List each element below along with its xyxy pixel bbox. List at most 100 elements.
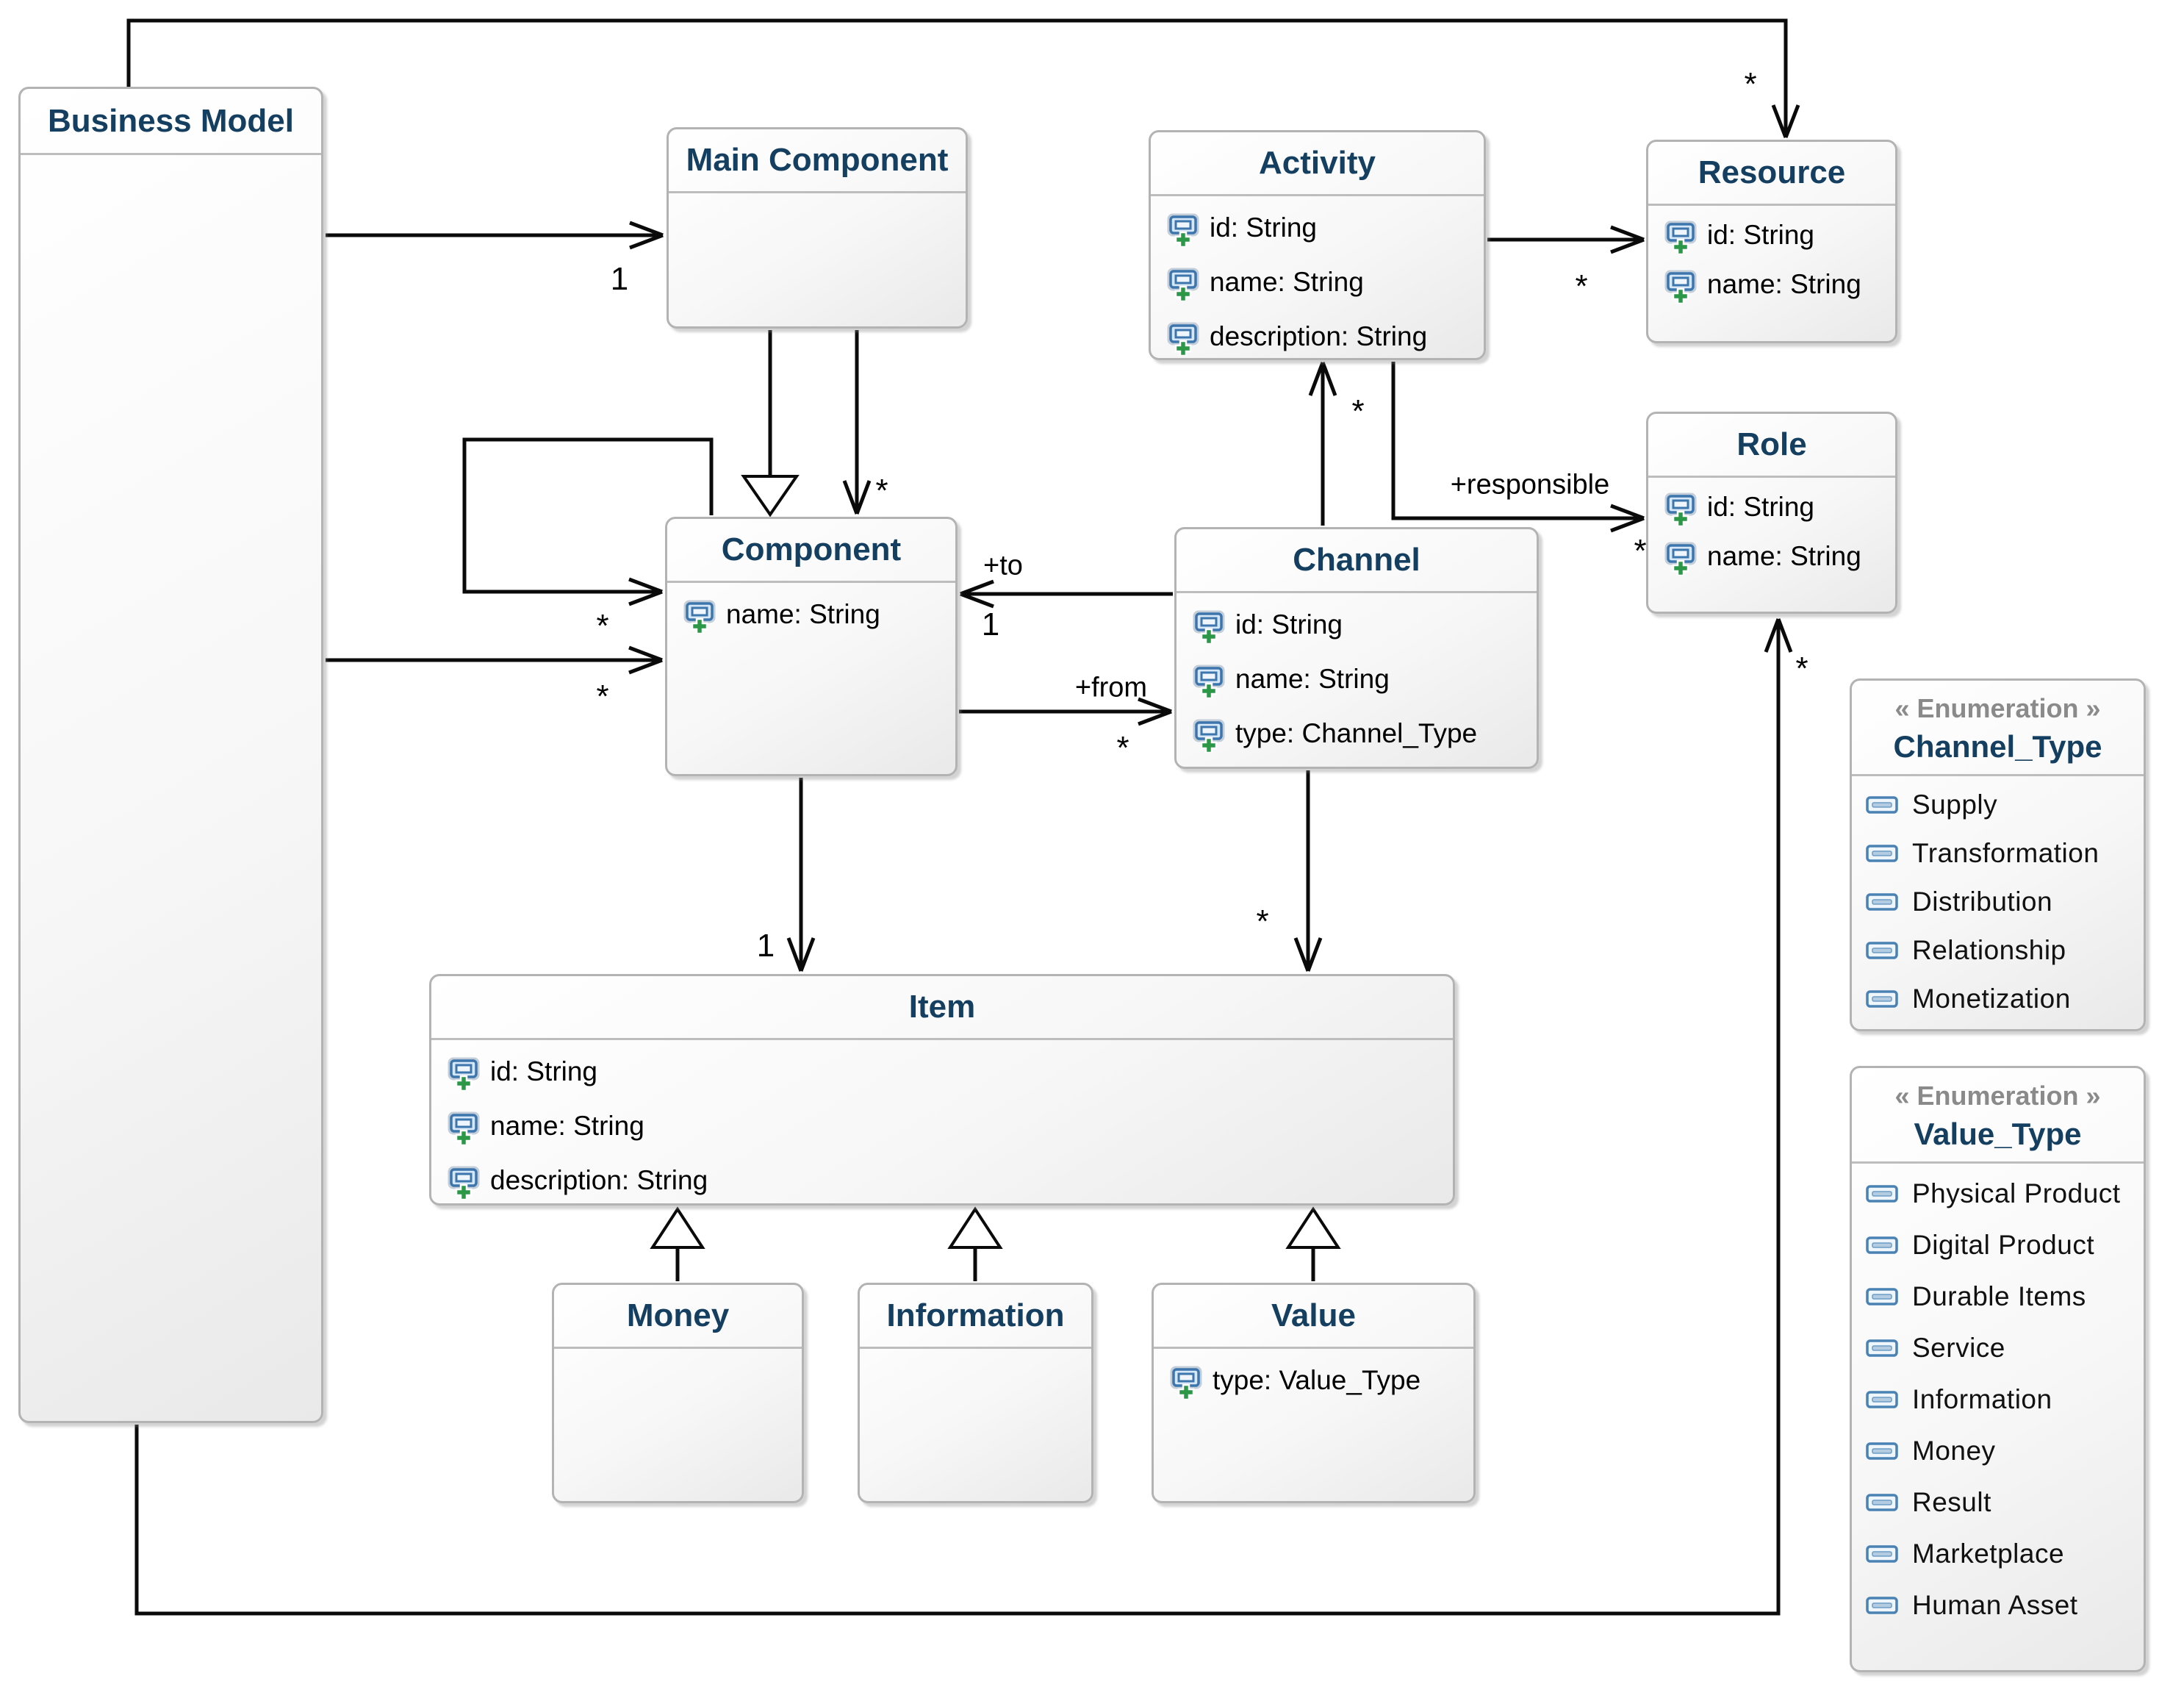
attribute-icon <box>1664 493 1697 526</box>
enum-literal-icon <box>1866 796 1898 814</box>
attr-row: name: String <box>431 1099 1453 1153</box>
class-money[interactable]: Money <box>552 1283 804 1503</box>
class-value[interactable]: Value type: Value_Type <box>1152 1283 1476 1503</box>
class-component[interactable]: Component name: String <box>665 517 958 776</box>
class-resource[interactable]: Resource id: String name: String <box>1646 140 1897 343</box>
association-component-item[interactable] <box>786 778 816 972</box>
association-main-component-component[interactable] <box>842 330 872 515</box>
class-title: Money <box>554 1285 802 1349</box>
attribute-icon <box>1167 213 1199 247</box>
class-information[interactable]: Information <box>858 1283 1093 1503</box>
multiplicity-channel-component: 1 <box>981 606 1000 642</box>
enum-literal-text: Physical Product <box>1912 1178 2121 1209</box>
class-title: Component <box>667 519 955 583</box>
generalization-money-item[interactable] <box>650 1206 705 1281</box>
class-title: Activity <box>1151 132 1484 196</box>
association-business-model-component[interactable] <box>326 645 663 675</box>
class-title: Main Component <box>669 129 966 193</box>
enum-literal-text: Transformation <box>1912 838 2099 869</box>
association-component-channel-from[interactable] <box>959 697 1172 726</box>
role-name-from: +from <box>1074 672 1148 703</box>
attr-row: name: String <box>667 587 955 642</box>
enum-literal-text: Supply <box>1912 789 1998 820</box>
multiplicity-bm-component: * <box>596 678 609 714</box>
enum-literal-icon <box>1866 1185 1898 1203</box>
association-business-model-role[interactable] <box>134 618 1793 1616</box>
enum-literal-icon <box>1866 942 1898 959</box>
association-activity-role[interactable] <box>1391 362 1645 533</box>
class-body <box>554 1349 802 1501</box>
generalization-main-component-component[interactable] <box>741 330 800 517</box>
association-channel-item[interactable] <box>1293 770 1323 972</box>
association-component-self[interactable] <box>462 437 714 606</box>
association-channel-activity[interactable] <box>1308 362 1337 526</box>
attribute-icon <box>1170 1366 1202 1400</box>
enum-literal-text: Information <box>1912 1384 2052 1415</box>
attribute-text: id: String <box>1707 219 1815 250</box>
enum-literal-text: Service <box>1912 1333 2005 1364</box>
enum-literal-text: Marketplace <box>1912 1539 2065 1569</box>
stereotype-label: « Enumeration » <box>1894 1081 2101 1111</box>
attribute-text: name: String <box>1210 267 1364 297</box>
class-title: Resource <box>1648 142 1895 206</box>
lit-row: Information <box>1852 1374 2144 1425</box>
enum-literal-icon <box>1866 990 1898 1008</box>
attribute-icon <box>1193 610 1225 644</box>
multiplicity-component-self: * <box>596 608 609 644</box>
multiplicity-bm-resource: * <box>1744 66 1757 102</box>
multiplicity-mc-component: * <box>875 473 888 509</box>
association-channel-component-to[interactable] <box>960 579 1173 609</box>
enum-literal-icon <box>1866 1288 1898 1305</box>
enumeration-title: Channel_Type <box>1893 728 2102 764</box>
enum-literal-text: Human Asset <box>1912 1590 2078 1621</box>
lit-row: Transformation <box>1852 829 2144 878</box>
attr-row: type: Channel_Type <box>1177 706 1537 761</box>
enum-literal-icon <box>1866 1597 1898 1614</box>
enum-literal-icon <box>1866 1391 1898 1408</box>
lit-row: Result <box>1852 1477 2144 1528</box>
enum-literal-text: Relationship <box>1912 935 2066 966</box>
enum-literal-icon <box>1866 845 1898 862</box>
enum-literal-text: Digital Product <box>1912 1230 2095 1261</box>
attribute-text: name: String <box>490 1111 644 1141</box>
attr-row: name: String <box>1648 259 1895 309</box>
class-business-model[interactable]: Business Model <box>18 87 323 1423</box>
class-body <box>669 193 966 326</box>
multiplicity-channel-item: * <box>1256 903 1269 939</box>
generalization-information-item[interactable] <box>947 1206 1003 1281</box>
attribute-text: type: Channel_Type <box>1235 718 1478 748</box>
association-activity-resource[interactable] <box>1487 225 1645 254</box>
class-main-component[interactable]: Main Component <box>667 127 968 329</box>
lit-row: Distribution <box>1852 878 2144 926</box>
association-business-model-resource[interactable] <box>126 18 1800 138</box>
lit-row: Durable Items <box>1852 1271 2144 1322</box>
class-body <box>860 1349 1091 1501</box>
enumeration-value-type[interactable]: « Enumeration » Value_Type Physical Prod… <box>1850 1066 2146 1672</box>
lit-row: Marketplace <box>1852 1528 2144 1580</box>
class-body: name: String <box>667 583 955 774</box>
class-title: Business Model <box>21 89 321 155</box>
association-business-model-main-component[interactable] <box>326 221 664 250</box>
multiplicity-bm-main-component: 1 <box>610 261 629 297</box>
enum-literal-icon <box>1866 1442 1898 1460</box>
enum-literal-icon <box>1866 1339 1898 1357</box>
attr-row: description: String <box>1151 309 1484 364</box>
class-title: Role <box>1648 414 1895 478</box>
attr-row: id: String <box>1177 598 1537 652</box>
attribute-icon <box>1193 719 1225 753</box>
attribute-icon <box>448 1111 480 1145</box>
enumeration-title: Value_Type <box>1914 1116 2082 1151</box>
multiplicity-channel-activity: * <box>1351 393 1365 429</box>
class-body: id: String name: String <box>1648 206 1895 341</box>
role-name-to: +to <box>983 550 1023 581</box>
attr-row: description: String <box>431 1153 1453 1208</box>
generalization-value-item[interactable] <box>1285 1206 1341 1281</box>
